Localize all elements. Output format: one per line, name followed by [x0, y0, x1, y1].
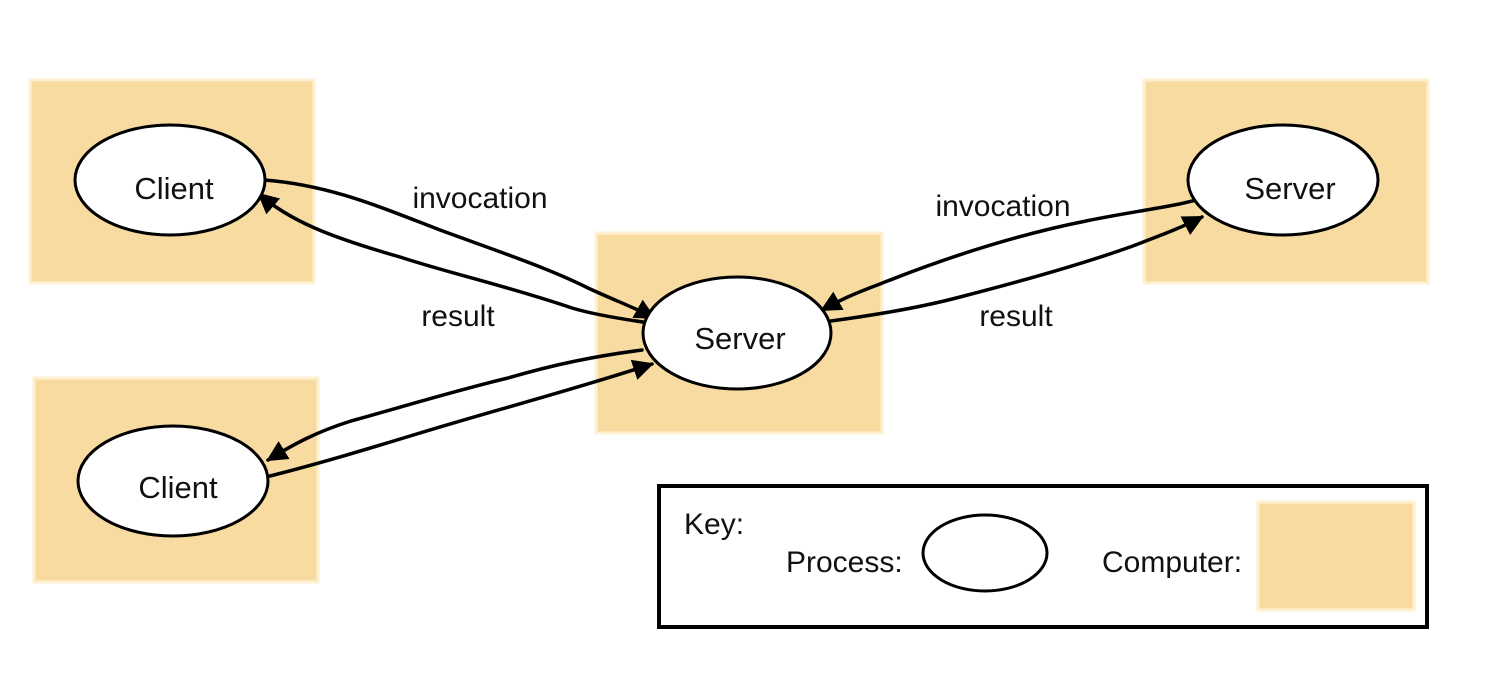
left-invocation-label: invocation	[412, 182, 547, 215]
server-right-label: Server	[1244, 171, 1335, 206]
server-middle-label: Server	[694, 321, 785, 356]
left-result-label: result	[421, 300, 495, 333]
right-invocation-label: invocation	[935, 190, 1070, 223]
right-result-label: result	[979, 300, 1053, 333]
process-server-right	[1186, 123, 1380, 237]
process-client-bottom	[76, 424, 270, 538]
result-arrow-server-to-top-client	[257, 192, 645, 324]
invocation-arrow-server-to-right-server	[820, 196, 1204, 312]
invocation-arrow-top-client-to-server	[262, 178, 656, 320]
invocation-arrow-bottom-client-to-server	[268, 359, 654, 478]
process-client-top	[73, 123, 267, 237]
result-arrow-server-to-bottom-client	[266, 348, 644, 462]
legend-process-label: Process:	[786, 546, 903, 579]
legend-computer-label: Computer:	[1102, 546, 1242, 579]
result-arrow-right-server-to-server	[829, 215, 1204, 323]
legend-title: Key:	[684, 508, 744, 541]
client-bottom-label: Client	[138, 470, 218, 505]
legend-process-swatch	[921, 513, 1049, 593]
legend-computer-swatch	[1256, 500, 1416, 612]
client-top-label: Client	[134, 171, 214, 206]
process-server-middle	[641, 275, 833, 391]
